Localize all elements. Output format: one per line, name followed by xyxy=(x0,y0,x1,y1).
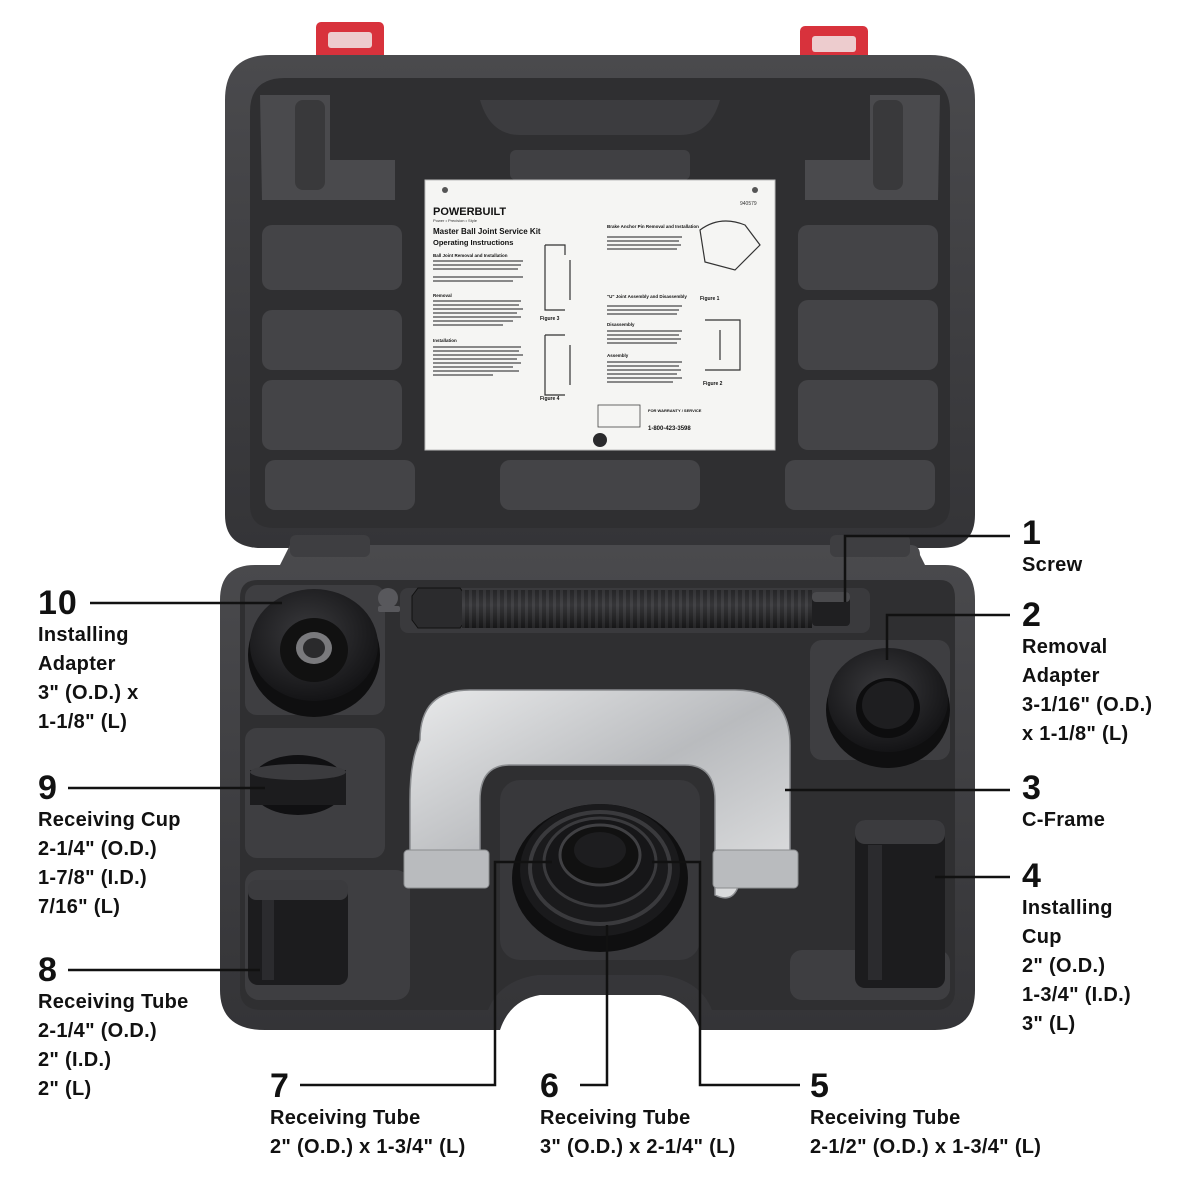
installing-adapter xyxy=(248,589,380,717)
callout-line: Adapter xyxy=(38,653,116,675)
sheet-figure-label: Figure 3 xyxy=(540,316,560,322)
callout-2: 2 Removal Adapter 3-1/16" (O.D.) x 1-1/8… xyxy=(1022,597,1152,749)
callout-number: 6 xyxy=(540,1067,560,1105)
sheet-figure-label: Figure 4 xyxy=(540,396,560,402)
leader-lines xyxy=(68,534,1010,1087)
callout-7: 7 Receiving Tube 2" (O.D.) x 1-3/4" (L) xyxy=(270,1068,466,1162)
leader-line-2 xyxy=(885,613,1010,660)
sheet-subtitle: Operating Instructions xyxy=(433,238,513,247)
callout-line: Receiving Cup xyxy=(38,809,181,831)
leader-line-6 xyxy=(580,925,609,1087)
callout-line: 3-1/16" (O.D.) xyxy=(1022,694,1153,716)
callout-line: Installing xyxy=(1022,897,1113,919)
callout-10: 10 Installing Adapter 3" (O.D.) x 1-1/8"… xyxy=(38,585,139,737)
leader-line-7 xyxy=(300,860,552,1087)
callout-1: 1 Screw xyxy=(1022,515,1082,580)
callout-line: Removal xyxy=(1022,636,1108,658)
callout-number: 5 xyxy=(810,1067,830,1105)
sheet-phone: 1-800-423-3598 xyxy=(648,426,691,432)
callout-line: 2-1/2" (O.D.) x 1-3/4" (L) xyxy=(810,1136,1042,1158)
sheet-figure-label: Figure 1 xyxy=(700,296,720,302)
callout-line: C-Frame xyxy=(1022,809,1106,831)
sheet-tagline: Power • Precision • Style xyxy=(433,218,478,223)
installing-cup xyxy=(855,820,945,988)
case-logo-emboss xyxy=(378,588,400,612)
callout-5: 5 Receiving Tube 2-1/2" (O.D.) x 1-3/4" … xyxy=(810,1068,1041,1162)
callout-line: 2" (O.D.) xyxy=(1022,955,1106,977)
callout-line: 1-3/4" (I.D.) xyxy=(1022,984,1131,1006)
callout-line: Receiving Tube xyxy=(270,1107,421,1129)
sheet-title: Master Ball Joint Service Kit xyxy=(433,227,541,236)
callout-line: 2" (O.D.) x 1-3/4" (L) xyxy=(270,1136,466,1158)
callout-line: 2-1/4" (O.D.) xyxy=(38,838,157,860)
case-lid: POWERBUILT Power • Precision • Style 940… xyxy=(225,22,975,548)
callout-number: 10 xyxy=(38,584,78,622)
callout-line: Receiving Tube xyxy=(38,991,189,1013)
callout-line: 2" (I.D.) xyxy=(38,1049,112,1071)
callout-line: Installing xyxy=(38,624,129,646)
sheet-part-number: 940579 xyxy=(740,201,757,207)
sheet-heading: Installation xyxy=(433,338,457,343)
callout-4: 4 Installing Cup 2" (O.D.) 1-3/4" (I.D.)… xyxy=(1022,858,1131,1039)
callout-8: 8 Receiving Tube 2-1/4" (O.D.) 2" (I.D.)… xyxy=(38,952,189,1104)
callout-line: 1-7/8" (I.D.) xyxy=(38,867,147,889)
callout-line: 1-1/8" (L) xyxy=(38,711,128,733)
nested-receiving-tubes xyxy=(512,804,688,952)
callout-line: 7/16" (L) xyxy=(38,896,121,918)
callout-6: 6 Receiving Tube 3" (O.D.) x 2-1/4" (L) xyxy=(540,1068,736,1162)
callout-line: 3" (O.D.) x xyxy=(38,682,139,704)
callout-line: Receiving Tube xyxy=(540,1107,691,1129)
sheet-heading: "U" Joint Assembly and Disassembly xyxy=(607,294,687,299)
screw xyxy=(411,587,850,629)
receiving-cup xyxy=(250,755,346,815)
sheet-brand: POWERBUILT xyxy=(433,206,506,218)
callout-line: Receiving Tube xyxy=(810,1107,961,1129)
callout-line: 3" (L) xyxy=(1022,1013,1076,1035)
c-frame xyxy=(403,689,799,899)
sheet-heading: Assembly xyxy=(607,353,629,358)
callout-3: 3 C-Frame xyxy=(1022,770,1105,835)
callout-number: 3 xyxy=(1022,769,1042,807)
removal-adapter xyxy=(826,648,950,768)
leader-line-5 xyxy=(652,860,800,1087)
leader-line-1 xyxy=(843,534,1010,602)
receiving-tube-8 xyxy=(248,880,348,985)
instruction-sheet: POWERBUILT Power • Precision • Style 940… xyxy=(424,179,776,451)
callout-line: x 1-1/8" (L) xyxy=(1022,723,1129,745)
sheet-heading: Disassembly xyxy=(607,322,635,327)
callout-line: 3" (O.D.) x 2-1/4" (L) xyxy=(540,1136,736,1158)
sheet-heading: Ball Joint Removal and Installation xyxy=(433,253,508,258)
callout-number: 7 xyxy=(270,1067,290,1105)
callout-line: Screw xyxy=(1022,554,1083,576)
callout-number: 4 xyxy=(1022,857,1042,895)
callout-number: 2 xyxy=(1022,596,1042,634)
callout-line: Adapter xyxy=(1022,665,1100,687)
sheet-figure-label: Figure 2 xyxy=(703,381,723,387)
callout-number: 1 xyxy=(1022,514,1042,552)
callout-number: 9 xyxy=(38,769,58,807)
sheet-warranty-label: FOR WARRANTY / SERVICE xyxy=(648,408,702,413)
sheet-heading: Brake Anchor Pin Removal and Installatio… xyxy=(607,224,699,229)
callout-line: 2" (L) xyxy=(38,1078,92,1100)
callout-line: 2-1/4" (O.D.) xyxy=(38,1020,157,1042)
callout-line: Cup xyxy=(1022,926,1062,948)
sheet-heading: Removal xyxy=(433,293,452,298)
callout-number: 8 xyxy=(38,951,58,989)
callout-9: 9 Receiving Cup 2-1/4" (O.D.) 1-7/8" (I.… xyxy=(38,770,181,922)
